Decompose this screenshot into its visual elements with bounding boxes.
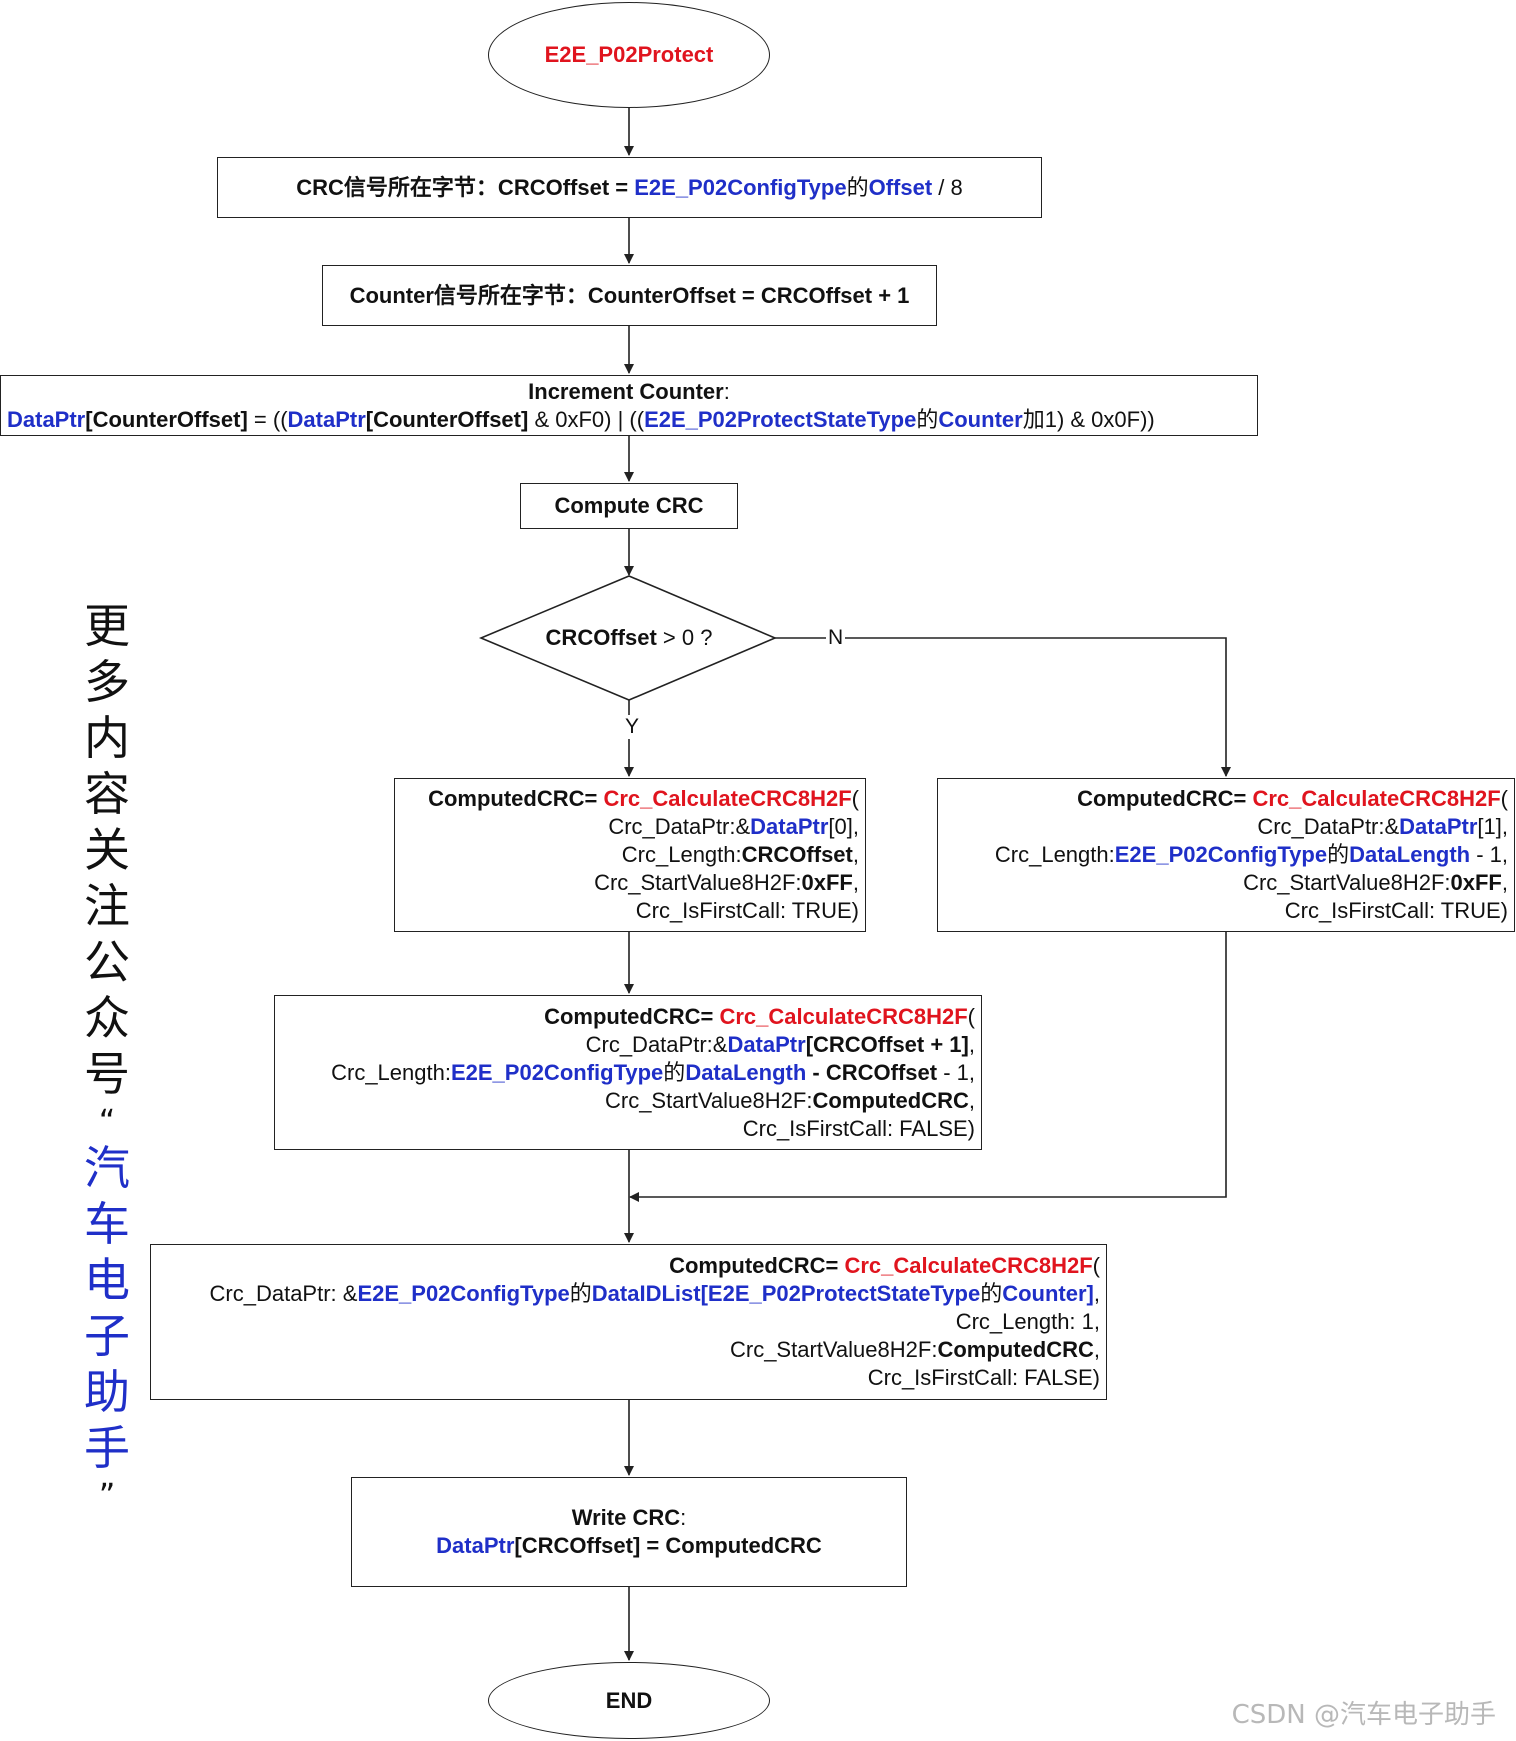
edge-label-yes: Y (623, 715, 642, 739)
side-note-name-char: 手 (84, 1421, 130, 1475)
edge-label-no: N (826, 626, 846, 650)
crc-first-y-param-dataptr: Crc_DataPtr:&DataPtr[0], (608, 814, 859, 839)
side-note-char: 容 (84, 767, 130, 821)
end-label: END (605, 1687, 653, 1713)
side-note-char: 更 (84, 599, 130, 653)
crc-first-y-param-firstcall: Crc_IsFirstCall: TRUE) (635, 898, 859, 923)
increment-counter-title: Increment Counter: (528, 378, 730, 404)
crc-first-n-param-dataptr: Crc_DataPtr:&DataPtr[1], (1257, 814, 1508, 839)
crc-first-n-param-firstcall: Crc_IsFirstCall: TRUE) (1284, 898, 1508, 923)
crc-second-param-length: Crc_Length:E2E_P02ConfigType的DataLength … (331, 1059, 975, 1085)
crc-dataid-box: ComputedCRC= Crc_CalculateCRC8H2F( Crc_D… (150, 1244, 1107, 1400)
crc-second-param-dataptr: Crc_DataPtr:&DataPtr[CRCOffset + 1], (585, 1031, 975, 1057)
crc-first-n-param-length: Crc_Length:E2E_P02ConfigType的DataLength … (994, 842, 1508, 867)
watermark: CSDN @汽车电子助手 (1231, 1700, 1496, 1730)
side-note-vertical: 更 多 内 容 关 注 公 众 号 “ 汽 车 电 子 助 手 ” (82, 598, 132, 1514)
side-note-close-quote: ” (98, 1476, 116, 1514)
side-note-char: 注 (84, 879, 130, 933)
crc-first-n-param-start: Crc_StartValue8H2F:0xFF, (1243, 870, 1508, 895)
end-terminal: END (488, 1662, 770, 1739)
crc-offset-box: CRC信号所在字节：CRCOffset = E2E_P02ConfigType的… (217, 157, 1042, 218)
start-label: E2E_P02Protect (544, 42, 714, 67)
side-note-name-char: 电 (84, 1253, 130, 1307)
crc-second-call: ComputedCRC= Crc_CalculateCRC8H2F( (544, 1003, 975, 1029)
crc-dataid-param-firstcall: Crc_IsFirstCall: FALSE) (867, 1365, 1100, 1390)
side-note-name-char: 汽 (84, 1141, 130, 1195)
crc-dataid-call: ComputedCRC= Crc_CalculateCRC8H2F( (669, 1253, 1100, 1278)
counter-offset-text: Counter信号所在字节：CounterOffset = CRCOffset … (349, 282, 910, 308)
write-crc-expression: DataPtr[CRCOffset] = ComputedCRC (436, 1533, 822, 1558)
increment-counter-box: Increment Counter: DataPtr[CounterOffset… (0, 375, 1258, 436)
edge-decision-no (775, 637, 1231, 777)
side-note-name-char: 助 (84, 1365, 130, 1419)
side-note-open-quote: “ (98, 1102, 116, 1140)
side-note-char: 众 (84, 991, 130, 1045)
crc-first-n-call: ComputedCRC= Crc_CalculateCRC8H2F( (1077, 786, 1508, 811)
side-note-char: 关 (84, 823, 130, 877)
crc-first-y-call: ComputedCRC= Crc_CalculateCRC8H2F( (428, 786, 859, 811)
crc-first-n-box: ComputedCRC= Crc_CalculateCRC8H2F( Crc_D… (937, 778, 1515, 932)
crc-first-y-param-length: Crc_Length:CRCOffset, (621, 842, 859, 867)
compute-crc-label: Compute CRC (554, 493, 704, 518)
side-note-name-char: 子 (84, 1309, 130, 1363)
edge-n-branch-merge (629, 932, 1227, 1202)
write-crc-box: Write CRC: DataPtr[CRCOffset] = Computed… (351, 1477, 907, 1587)
counter-offset-box: Counter信号所在字节：CounterOffset = CRCOffset … (322, 265, 937, 326)
decision-label: CRCOffset > 0 ? (545, 625, 713, 650)
crc-first-y-box: ComputedCRC= Crc_CalculateCRC8H2F( Crc_D… (394, 778, 866, 932)
crc-first-y-param-start: Crc_StartValue8H2F:0xFF, (594, 870, 859, 895)
crc-second-param-start: Crc_StartValue8H2F:ComputedCRC, (604, 1087, 975, 1113)
crc-dataid-param-dataptr: Crc_DataPtr: &E2E_P02ConfigType的DataIDLi… (209, 1281, 1100, 1306)
write-crc-title: Write CRC: (571, 1505, 687, 1530)
increment-counter-expression: DataPtr[CounterOffset] = ((DataPtr[Count… (7, 406, 1155, 432)
compute-crc-box: Compute CRC (520, 483, 738, 529)
crc-dataid-param-start: Crc_StartValue8H2F:ComputedCRC, (729, 1337, 1100, 1362)
side-note-char: 公 (84, 935, 130, 989)
start-terminal: E2E_P02Protect (488, 2, 770, 108)
crc-second-param-firstcall: Crc_IsFirstCall: FALSE) (742, 1115, 975, 1141)
crc-second-box: ComputedCRC= Crc_CalculateCRC8H2F( Crc_D… (274, 995, 982, 1150)
side-note-name-char: 车 (84, 1197, 130, 1251)
crc-dataid-param-length: Crc_Length: 1, (955, 1309, 1100, 1334)
side-note-char: 多 (84, 655, 130, 709)
side-note-char: 内 (84, 711, 130, 765)
side-note-char: 号 (84, 1047, 130, 1101)
crc-offset-text: CRC信号所在字节：CRCOffset = E2E_P02ConfigType的… (296, 174, 963, 200)
